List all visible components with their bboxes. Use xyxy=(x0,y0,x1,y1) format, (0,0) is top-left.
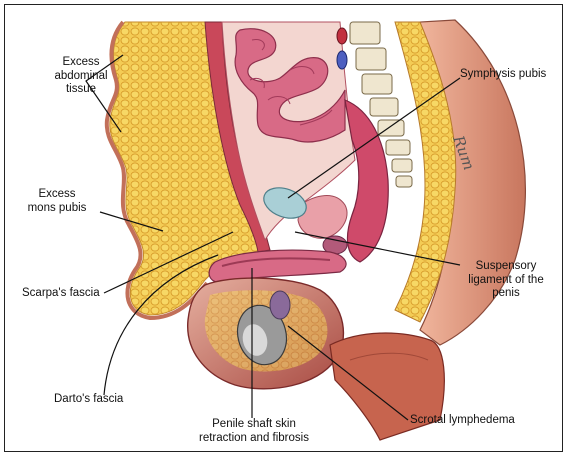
thigh xyxy=(329,332,445,441)
leader-symphysis xyxy=(287,77,461,199)
abdominal-wall xyxy=(204,21,271,253)
thigh-shade xyxy=(349,352,429,361)
symphysis-pubis-bone xyxy=(263,187,307,219)
label-symphysis-pubis: Symphysis pubis xyxy=(460,68,547,80)
small-bowel xyxy=(234,28,346,143)
label-scarpas-fascia: Scarpa's fascia xyxy=(22,287,100,299)
leader-lines xyxy=(85,54,461,421)
spine xyxy=(349,21,413,188)
leader-abdominal xyxy=(85,54,124,133)
posterior-fat xyxy=(394,21,457,323)
epididymis xyxy=(269,290,291,320)
bladder xyxy=(297,195,348,239)
bowel-folds xyxy=(249,39,333,126)
label-excess-mons-pubis: Excess mons pubis xyxy=(27,188,87,214)
rectum xyxy=(344,99,389,263)
leader-scrotal xyxy=(287,325,409,421)
label-dartos-fascia: Darto's fascia xyxy=(54,393,124,405)
leader-suspensory xyxy=(294,231,461,266)
label-excess-abdominal-tissue: Excess abdominal tissue xyxy=(54,56,108,95)
leader-mons xyxy=(99,211,164,232)
leader-scarpa xyxy=(103,231,234,294)
leader-dartos xyxy=(103,254,219,396)
vessel-blue xyxy=(336,50,348,70)
vessel-red xyxy=(336,27,348,45)
label-penile-shaft: Penile shaft skin retraction and fibrosi… xyxy=(199,418,309,444)
label-scrotal-lymphedema: Scrotal lymphedema xyxy=(410,414,515,426)
label-suspensory-ligament: Suspensory ligament of the penis xyxy=(468,260,544,299)
corpus xyxy=(221,257,331,267)
testis-highlight xyxy=(242,324,268,356)
abdominal-skin xyxy=(104,20,209,321)
